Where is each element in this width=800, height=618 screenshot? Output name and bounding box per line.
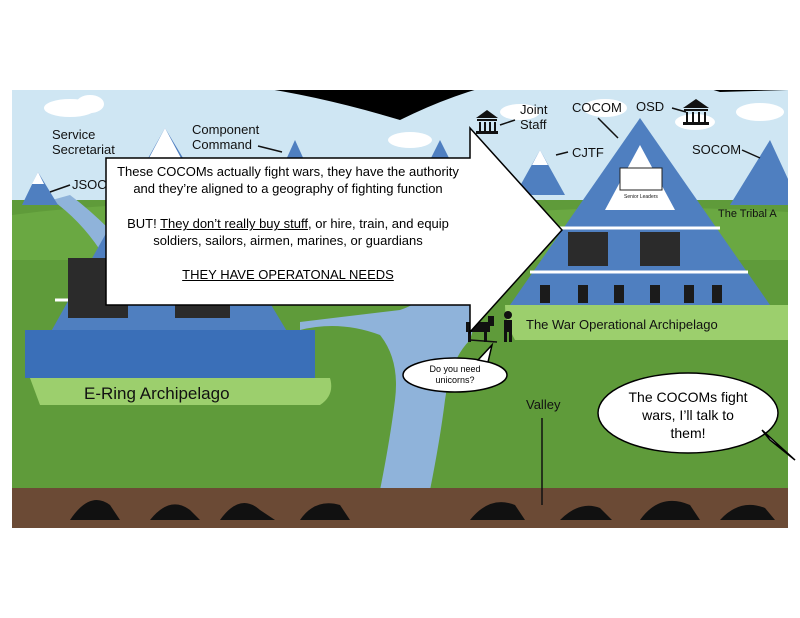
- osd-label: OSD: [636, 99, 665, 114]
- talk-bubble-shape: [597, 372, 779, 454]
- cjtf-label: CJTF: [572, 145, 604, 160]
- callout-but-underlined: They don’t really buy stuff: [160, 216, 308, 232]
- jsoc-pyramid: [22, 172, 58, 205]
- tribal-label: The Tribal A: [718, 208, 777, 220]
- unicorns-bubble-text: Do you need unicorns?: [429, 364, 481, 385]
- jsoc-label: JSOC: [72, 177, 107, 192]
- joint-staff-label: Joint Staff: [520, 102, 548, 132]
- callout-but: BUT! They don’t really buy stuff, or hir…: [112, 215, 464, 249]
- osd-building-icon: [683, 99, 709, 125]
- component-command-label: Component Command: [192, 122, 260, 152]
- unicorn-figure: [466, 311, 512, 342]
- clouds: [44, 95, 784, 148]
- callout-but-rest: , or hire, train, and equip soldiers, sa…: [153, 216, 449, 249]
- silhouettes: [70, 500, 775, 520]
- callout-but-prefix: BUT!: [127, 216, 161, 232]
- callout-line1: These COCOMs actually fight wars, they h…: [117, 164, 459, 197]
- cocom-label: COCOM: [572, 100, 622, 115]
- valley-label: Valley: [526, 397, 561, 412]
- socom-label: SOCOM: [692, 142, 742, 157]
- service-secretariat-label: Service Secretariat: [52, 127, 115, 157]
- callout-text: These COCOMs actually fight wars, they h…: [112, 163, 464, 283]
- joint-staff-building-icon: [476, 110, 498, 134]
- cjtf-pyramid: [515, 150, 565, 195]
- unicorns-bubble-shape: [402, 357, 508, 393]
- e-ring-ledge: [30, 378, 332, 405]
- pointer-lines: [49, 107, 761, 505]
- talk-bubble-text: The COCOMs fight wars, I’ll talk to them…: [628, 389, 748, 442]
- war-pyramid: [510, 118, 770, 305]
- war-archipelago-label: The War Operational Archipelago: [526, 317, 718, 332]
- war-ledge: [505, 305, 788, 340]
- socom-pyramid: [730, 140, 788, 205]
- senior-leaders-label: Senior Leaders: [624, 194, 658, 200]
- callout-arrow: [105, 126, 564, 334]
- callout-needs: THEY HAVE OPERATONAL NEEDS: [182, 266, 394, 282]
- e-ring-archipelago-label: E-Ring Archipelago: [84, 384, 230, 403]
